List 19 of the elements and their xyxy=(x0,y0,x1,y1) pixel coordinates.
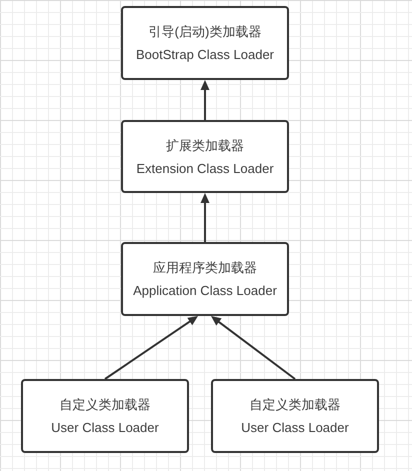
class-loader-box xyxy=(121,120,289,193)
box-title: 自定义类加载器 xyxy=(250,397,340,413)
box-subtitle: User Class Loader xyxy=(51,420,159,436)
class-loader-box xyxy=(121,6,289,80)
class-loader-box xyxy=(211,379,379,453)
box-title: 应用程序类加载器 xyxy=(153,260,257,276)
box-subtitle: Extension Class Loader xyxy=(136,160,274,176)
class-loader-box xyxy=(121,242,289,316)
box-title: 引导(启动)类加载器 xyxy=(148,24,262,40)
box-subtitle: BootStrap Class Loader xyxy=(136,47,274,63)
box-subtitle: User Class Loader xyxy=(241,420,349,436)
arrow xyxy=(104,316,198,380)
arrow xyxy=(211,316,296,380)
box-subtitle: Application Class Loader xyxy=(133,283,277,299)
box-title: 自定义类加载器 xyxy=(60,397,150,413)
arrow xyxy=(200,193,210,242)
box-title: 扩展类加载器 xyxy=(166,138,244,154)
arrow xyxy=(200,80,210,120)
class-loader-box xyxy=(21,379,189,453)
